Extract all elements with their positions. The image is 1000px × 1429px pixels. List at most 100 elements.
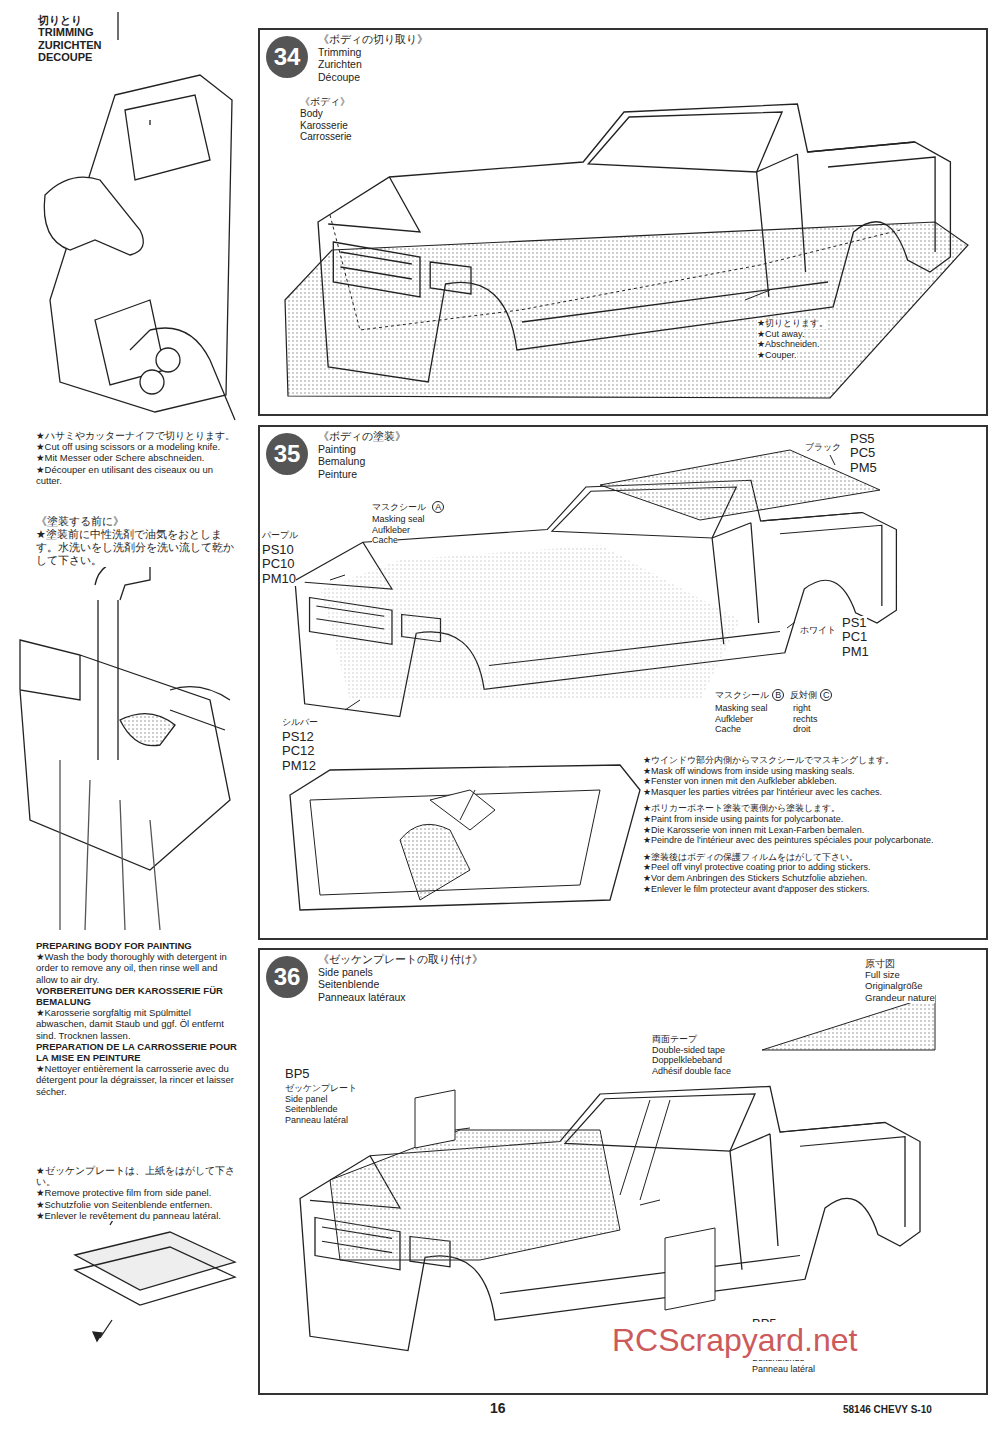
- label-text: ★Mit Messer oder Schere abschneiden.: [36, 452, 205, 463]
- label-text: 《塗装する前に》: [36, 515, 124, 528]
- heading-text: Zurichten: [318, 58, 362, 71]
- label-text: ★Remove protective film from side panel.: [36, 1187, 211, 1198]
- circled-letter: A: [432, 501, 444, 513]
- label-group: ブラック: [805, 442, 841, 453]
- label-group: B: [772, 689, 784, 701]
- part-code: PS10: [262, 543, 294, 557]
- step-number-text: 36: [274, 963, 301, 991]
- heading-text: Seitenblende: [318, 978, 379, 991]
- label-group: 《塗装する前に》★塗装前に中性洗剤で油気をおとします。水洗いをし洗剤分を洗い流し…: [36, 515, 241, 567]
- label-text: Double-sided tape: [652, 1045, 725, 1056]
- label-text: ★Mask off windows from inside using mask…: [643, 766, 855, 777]
- label-text: ★Découper en utilisant des ciseaux ou un…: [36, 464, 241, 486]
- heading-text: Peinture: [318, 468, 357, 481]
- label-text: 両面テープ: [652, 1034, 697, 1045]
- step-number: 35: [266, 433, 308, 475]
- label-group: RCScrapyard.net: [612, 1322, 857, 1360]
- label-group: マスクシール: [372, 502, 426, 513]
- label-text: ★Karosserie sorgfältig mit Spülmittel ab…: [36, 1007, 241, 1041]
- step-heading: 《ゼッケンプレートの取り付け》Side panelsSeitenblendePa…: [318, 953, 483, 1003]
- label-text: ★Wash the body thoroughly with detergent…: [36, 951, 241, 985]
- label-group: ★ウインドウ部分内側からマスクシールでマスキングします。★Mask off wi…: [643, 755, 983, 894]
- part-code: PC12: [282, 744, 315, 758]
- label-text: Doppelklebeband: [652, 1055, 722, 1066]
- label-text: Adhésif double face: [652, 1066, 731, 1077]
- label-text: ★塗装後はボディの保護フィルムをはがして下さい。: [643, 852, 858, 863]
- label-group: ★ハサミやカッターナイフで切りとります。★Cut off using sciss…: [36, 430, 241, 486]
- label-text: 反対側: [790, 690, 817, 701]
- label-text: パープル: [262, 530, 298, 541]
- label-group: マスクシール: [715, 690, 769, 701]
- label-group: BP5: [285, 1066, 310, 1081]
- label-text: droit: [793, 724, 811, 735]
- label-text: Panneau latéral: [285, 1115, 348, 1126]
- circled-letter: B: [772, 689, 784, 701]
- step-panel: 《ボディの塗装》PaintingBemalungPeinture35: [258, 425, 988, 940]
- label-group: rightrechtsdroit: [793, 703, 818, 735]
- label-group: パープル: [262, 530, 298, 541]
- heading-text: Bemalung: [318, 455, 365, 468]
- step-number-text: 34: [274, 43, 301, 71]
- step-number: 36: [266, 956, 308, 998]
- part-code: PC1: [842, 630, 867, 644]
- heading-text: Trimming: [318, 46, 361, 59]
- label-text: 切りとり: [38, 14, 82, 26]
- heading-text: 《ゼッケンプレートの取り付け》: [318, 953, 483, 966]
- label-group: PS12PC12PM12: [282, 730, 316, 773]
- part-code: PS5: [850, 432, 875, 446]
- part-code: PS12: [282, 730, 314, 744]
- label-text: マスクシール: [715, 690, 769, 701]
- part-code: BP5: [285, 1066, 310, 1081]
- label-text: Aufkleber: [715, 714, 753, 725]
- label-text: Aufkleber: [372, 525, 410, 536]
- label-group: シルバー: [282, 717, 318, 728]
- label-text: ゼッケンプレート: [285, 1083, 357, 1094]
- label-text: ★Schutzfolie von Seitenblende entfernen.: [36, 1199, 212, 1210]
- label-text: ★塗装前に中性洗剤で油気をおとします。水洗いをし洗剤分を洗い流して乾かして下さい…: [36, 528, 241, 567]
- label-text: Karosserie: [300, 120, 348, 132]
- label-group: PREPARING BODY FOR PAINTING★Wash the bod…: [36, 940, 241, 1097]
- label-text: DECOUPE: [38, 51, 92, 63]
- label-group: 両面テープDouble-sided tapeDoppelklebebandAdh…: [652, 1034, 731, 1076]
- label-text: Full size: [865, 969, 900, 980]
- label-text: ★ウインドウ部分内側からマスクシールでマスキングします。: [643, 755, 894, 766]
- label-group: ★切りとります。★Cut away.★Abschneiden.★Couper.: [757, 318, 828, 360]
- label-text: Cache: [715, 724, 741, 735]
- label-text: ★ポリカーボネート塗装で裏側から塗装します。: [643, 803, 840, 814]
- label-text: ★Paint from inside using paints for poly…: [643, 814, 843, 825]
- label-text: ★Fenster von innen mit den Aufkleber abk…: [643, 776, 837, 787]
- label-text: Carrosserie: [300, 131, 352, 143]
- label-text: Side panel: [285, 1094, 328, 1105]
- step-panel: 《ボディの切り取り》TrimmingZurichtenDécoupe34: [258, 28, 988, 416]
- label-text: ZURICHTEN: [38, 39, 102, 51]
- label-group: 16: [490, 1400, 506, 1417]
- part-code: PC5: [850, 446, 875, 460]
- label-text: right: [793, 703, 811, 714]
- label-text: マスクシール: [372, 502, 426, 513]
- label-text: ★Cut away.: [757, 329, 804, 340]
- label-text: 《ボディ》: [300, 96, 350, 108]
- step-heading: 《ボディの塗装》PaintingBemalungPeinture: [318, 430, 406, 480]
- label-group: ★ゼッケンプレートは、上紙をはがして下さい。★Remove protective…: [36, 1165, 241, 1221]
- heading-text: 《ボディの切り取り》: [318, 33, 428, 46]
- part-code: PC10: [262, 557, 295, 571]
- label-group: PS10PC10PM10: [262, 543, 296, 586]
- label-text: ★Masquer les parties vitrées par l'intér…: [643, 787, 882, 798]
- label-text: ★Nettoyer entièrement la carrosserie ave…: [36, 1063, 241, 1097]
- heading-text: 《ボディの塗装》: [318, 430, 406, 443]
- part-code: RCScrapyard.net: [612, 1322, 857, 1360]
- label-group: 《ボディ》BodyKarosserieCarrosserie: [300, 96, 352, 143]
- label-text: Cache: [372, 535, 398, 546]
- step-number: 34: [266, 36, 308, 78]
- label-text: rechts: [793, 714, 818, 725]
- label-text: ★Abschneiden.: [757, 339, 820, 350]
- heading-text: Side panels: [318, 966, 373, 979]
- label-text: TRIMMING: [38, 26, 94, 38]
- label-text: ★ゼッケンプレートは、上紙をはがして下さい。: [36, 1165, 241, 1187]
- label-group: Masking sealAufkleberCache: [372, 514, 425, 546]
- label-text: ★Enlever le film protecteur avant d'appo…: [643, 884, 869, 895]
- label-text: ★ハサミやカッターナイフで切りとります。: [36, 430, 235, 441]
- label-text: ★Vor dem Anbringen des Stickers Schutzfo…: [643, 873, 867, 884]
- heading-text: Panneaux latéraux: [318, 991, 406, 1004]
- label-text: Grandeur nature: [865, 992, 935, 1003]
